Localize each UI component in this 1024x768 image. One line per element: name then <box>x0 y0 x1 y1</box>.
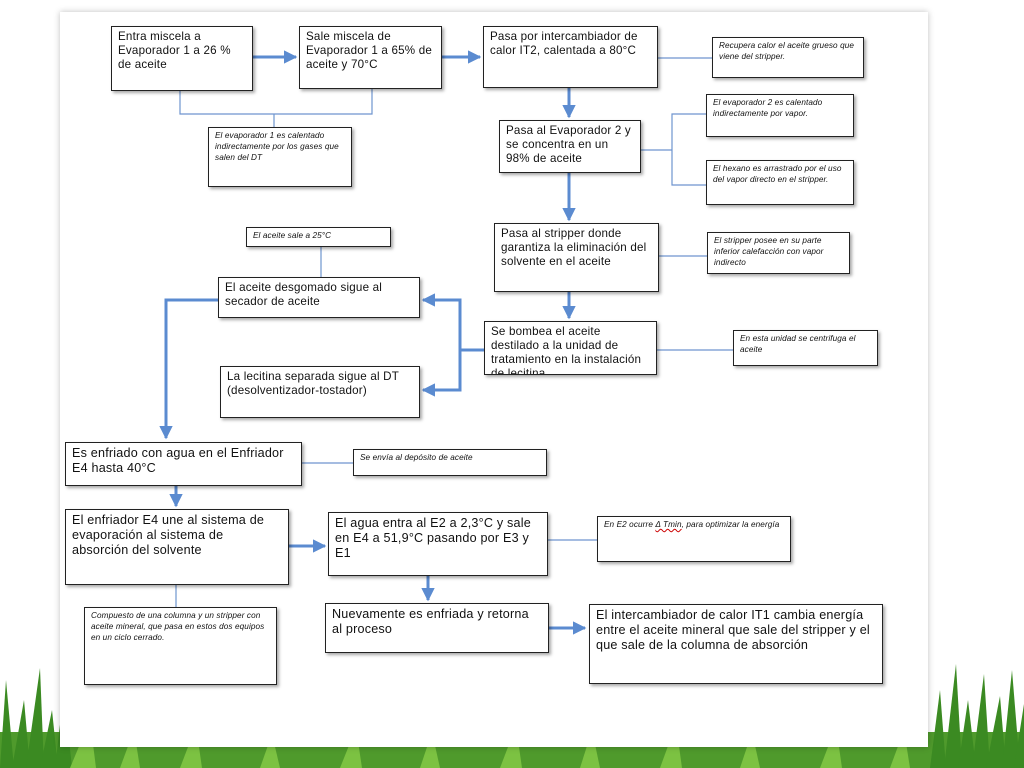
note-evaporador-2: El evaporador 2 es calentado indirectame… <box>706 94 854 137</box>
note-deposito: Se envía al depósito de aceite <box>353 449 547 476</box>
box-enfriador-e4-une: El enfriador E4 une al sistema de evapor… <box>65 509 289 585</box>
note-centrifuga: En esta unidad se centrifuga el aceite <box>733 330 878 366</box>
note-delta-tmin-mark: Δ Tmin <box>655 520 682 529</box>
box-lecitina: La lecitina separada sigue al DT (desolv… <box>220 366 420 418</box>
box-nuevamente-enfriada: Nuevamente es enfriada y retorna al proc… <box>325 603 549 653</box>
note-aceite-25c: El aceite sale a 25°C <box>246 227 391 247</box>
box-agua-e2: El agua entra al E2 a 2,3°C y sale en E4… <box>328 512 548 576</box>
box-stripper: Pasa al stripper donde garantiza la elim… <box>494 223 659 292</box>
note-columna-stripper: Compuesto de una columna y un stripper c… <box>84 607 277 685</box>
note-delta-tmin: En E2 ocurre Δ Tmin, para optimizar la e… <box>597 516 791 562</box>
box-bombea-aceite: Se bombea el aceite destilado a la unida… <box>484 321 657 375</box>
box-enfriado-e4: Es enfriado con agua en el Enfriador E4 … <box>65 442 302 486</box>
box-evaporador-2: Pasa al Evaporador 2 y se concentra en u… <box>499 120 641 173</box>
note-delta-tmin-pre: En E2 ocurre <box>604 520 656 529</box>
note-delta-tmin-post: , para optimizar la energía <box>681 520 780 529</box>
box-entra-miscela: Entra miscela a Evaporador 1 a 26 % de a… <box>111 26 253 91</box>
box-aceite-desgomado: El aceite desgomado sigue al secador de … <box>218 277 420 318</box>
box-sale-miscela: Sale miscela de Evaporador 1 a 65% de ac… <box>299 26 442 89</box>
note-stripper-calefaccion: El stripper posee en su parte inferior c… <box>707 232 850 274</box>
note-recupera-calor: Recupera calor el aceite grueso que vien… <box>712 37 864 78</box>
box-intercambiador-it1: El intercambiador de calor IT1 cambia en… <box>589 604 883 684</box>
note-evaporador-1: El evaporador 1 es calentado indirectame… <box>208 127 352 187</box>
note-hexano: El hexano es arrastrado por el uso del v… <box>706 160 854 205</box>
box-intercambiador-it2: Pasa por intercambiador de calor IT2, ca… <box>483 26 658 88</box>
